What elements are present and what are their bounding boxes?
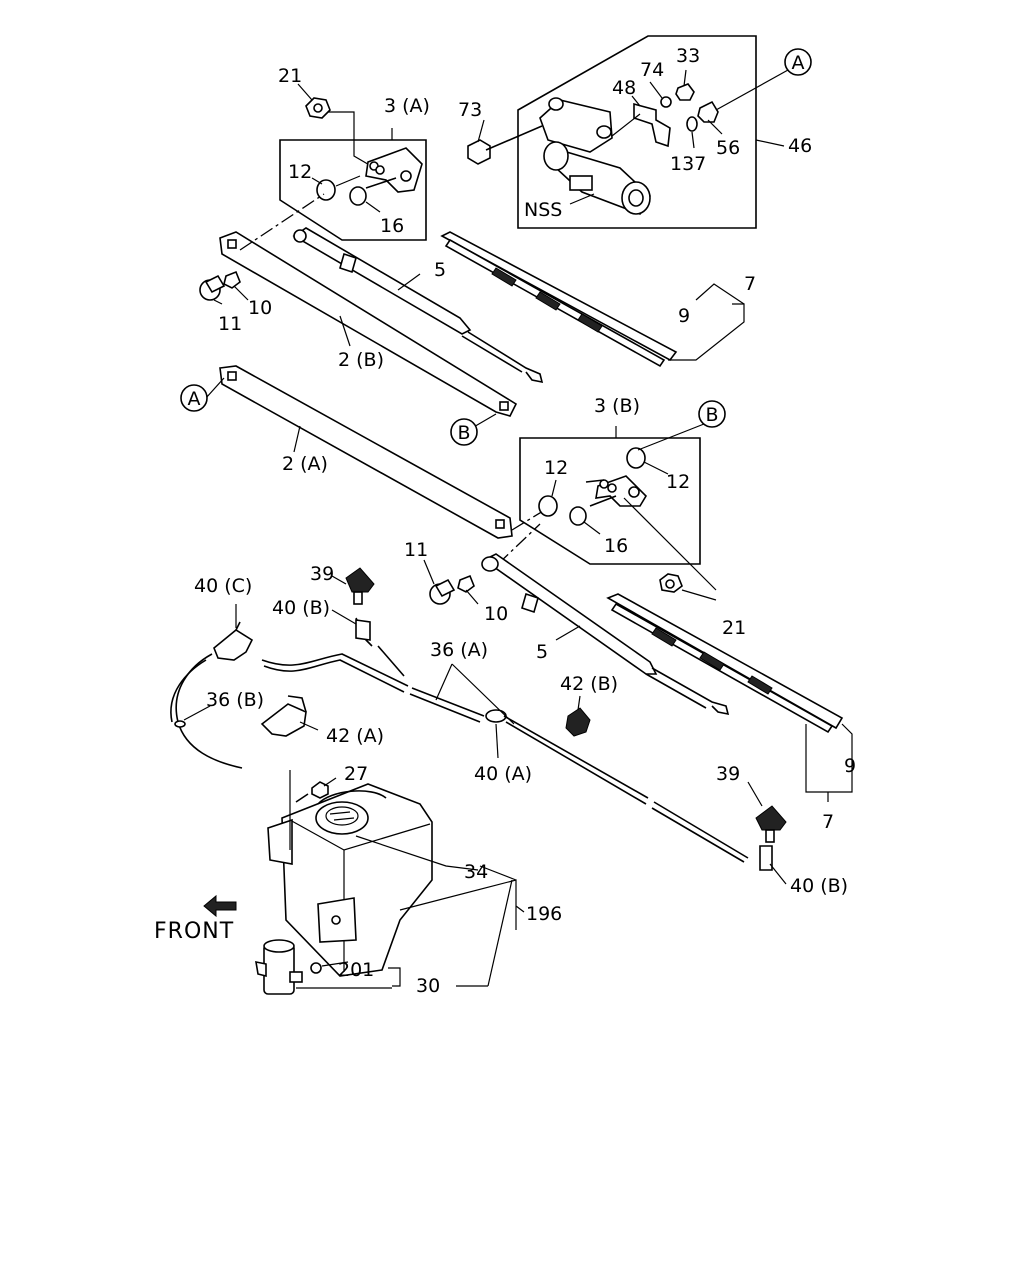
label-46: 46 — [788, 135, 812, 157]
nut-33 — [675, 83, 695, 101]
label-42b: 42 (B) — [560, 673, 618, 695]
label-7-upper: 7 — [744, 273, 756, 295]
label-48: 48 — [612, 77, 636, 99]
label-27: 27 — [344, 763, 368, 785]
wiper-arm-5-upper — [292, 227, 544, 384]
label-5-lower: 5 — [536, 641, 548, 663]
cap-11-lower — [429, 578, 456, 605]
label-196: 196 — [526, 903, 562, 925]
label-3a: 3 (A) — [384, 95, 430, 117]
label-39-lower: 39 — [716, 763, 740, 785]
nut-10-lower — [457, 574, 475, 593]
washer-hoses — [170, 617, 773, 871]
cap-11-upper — [199, 274, 226, 301]
nut-21-top — [305, 97, 379, 171]
link-rod-2a — [205, 365, 513, 539]
motor-assembly-box — [517, 35, 785, 229]
ref-b-top: B — [698, 400, 726, 428]
wiper-blade-upper — [440, 231, 678, 368]
label-137: 137 — [670, 153, 706, 175]
bolt-73 — [467, 125, 543, 165]
svg-text:B: B — [705, 404, 718, 426]
wiper-arm-5-lower — [481, 553, 730, 716]
bushing-16-b — [569, 506, 587, 526]
label-34: 34 — [464, 861, 488, 883]
label-12-a: 12 — [288, 161, 312, 183]
label-16-b: 16 — [604, 535, 628, 557]
label-12-c: 12 — [666, 471, 690, 493]
label-36a: 36 (A) — [430, 639, 488, 661]
link-3a-box — [279, 128, 427, 241]
bushing-12-a — [316, 179, 336, 201]
bushing-16-a — [349, 186, 367, 206]
clip-42b — [565, 707, 591, 737]
label-33: 33 — [676, 45, 700, 67]
front-arrow-icon — [203, 894, 237, 918]
label-10-upper: 10 — [248, 297, 272, 319]
label-7-lower: 7 — [822, 811, 834, 833]
svg-text:A: A — [792, 52, 805, 74]
label-40c: 40 (C) — [194, 575, 252, 597]
nut-56 — [697, 100, 719, 123]
ref-a-mid: A — [180, 384, 208, 412]
label-40b-upper: 40 (B) — [272, 597, 330, 619]
nozzle-39-upper — [345, 567, 375, 605]
label-5-upper: 5 — [434, 259, 446, 281]
label-40a: 40 (A) — [474, 763, 532, 785]
bushing-12-b — [538, 495, 558, 517]
label-3b: 3 (B) — [594, 395, 640, 417]
link-3b-box — [519, 426, 701, 565]
linkage-3b — [585, 475, 648, 507]
label-40b-lower: 40 (B) — [790, 875, 848, 897]
label-9-upper: 9 — [678, 305, 690, 327]
washer-137 — [686, 116, 698, 132]
label-30: 30 — [416, 975, 440, 997]
nozzle-39-lower — [755, 805, 787, 843]
label-front: FRONT — [154, 919, 234, 944]
label-74: 74 — [640, 59, 664, 81]
nut-21-lower — [659, 573, 683, 593]
label-42a: 42 (A) — [326, 725, 384, 747]
label-9-lower: 9 — [844, 755, 856, 777]
label-73: 73 — [458, 99, 482, 121]
ref-a-top: A — [784, 48, 812, 76]
label-12-b: 12 — [544, 457, 568, 479]
label-21-top: 21 — [278, 65, 302, 87]
label-nss: NSS — [524, 199, 562, 221]
label-10-lower: 10 — [484, 603, 508, 625]
ref-b-mid: B — [450, 418, 478, 446]
label-16-a: 16 — [380, 215, 404, 237]
bracket-48 — [611, 102, 671, 148]
washer-74 — [660, 96, 672, 108]
linkage-3a — [365, 147, 423, 193]
nut-10-upper — [223, 270, 241, 289]
svg-text:A: A — [188, 388, 201, 410]
label-2a: 2 (A) — [282, 453, 328, 475]
label-21-lower: 21 — [722, 617, 746, 639]
washer-tank — [267, 783, 433, 977]
label-11-upper: 11 — [218, 313, 242, 335]
clip-42a — [260, 695, 307, 737]
label-39-upper: 39 — [310, 563, 334, 585]
label-201: 201 — [338, 959, 374, 981]
wiper-blade-lower — [606, 593, 844, 734]
wiper-motor — [539, 97, 652, 215]
bushing-12-c — [626, 447, 646, 469]
washer-pump — [255, 939, 303, 995]
label-36b: 36 (B) — [206, 689, 264, 711]
label-11-lower: 11 — [404, 539, 428, 561]
label-2b: 2 (B) — [338, 349, 384, 371]
label-56: 56 — [716, 137, 740, 159]
grommet-201 — [310, 962, 322, 974]
svg-text:B: B — [457, 422, 470, 444]
